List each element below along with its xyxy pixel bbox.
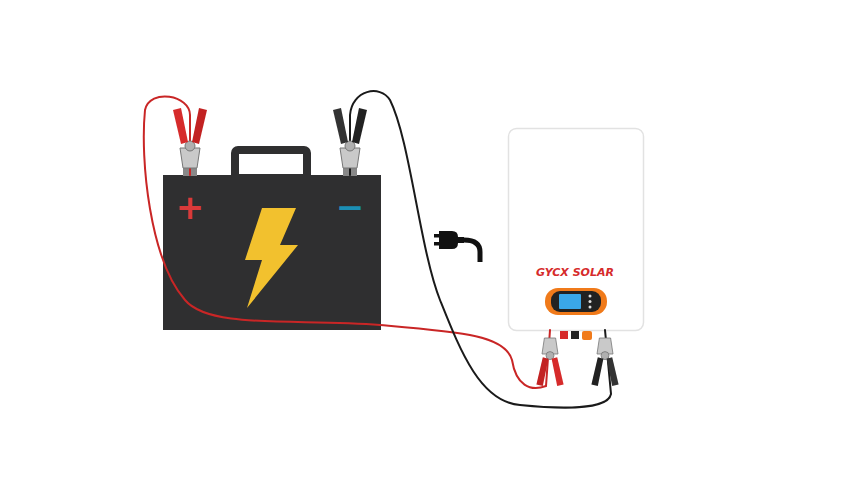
battery-handle <box>235 150 307 178</box>
connector <box>571 331 579 339</box>
lightning-bolt <box>245 208 298 308</box>
connector <box>582 331 592 340</box>
black-clamp <box>591 338 618 386</box>
lcd-frame <box>551 291 601 312</box>
positive-sign: + <box>176 190 205 224</box>
lcd-bezel <box>545 288 607 315</box>
inverter-housing <box>509 129 644 331</box>
lcd-screen <box>559 294 581 309</box>
wire <box>350 91 611 407</box>
brand-logo: GYCX SOLAR <box>536 267 614 278</box>
inverter: GYCX SOLAR <box>508 128 643 330</box>
connector <box>560 331 568 339</box>
button <box>589 295 592 298</box>
plug-icon <box>434 231 480 262</box>
battery: +− <box>163 175 381 330</box>
button <box>589 300 592 303</box>
black-clamp <box>333 108 367 168</box>
button <box>589 306 592 309</box>
wire <box>144 96 550 388</box>
red-clamp <box>536 338 563 386</box>
negative-sign: − <box>336 190 365 224</box>
battery-body <box>163 175 381 330</box>
red-clamp <box>173 108 207 168</box>
